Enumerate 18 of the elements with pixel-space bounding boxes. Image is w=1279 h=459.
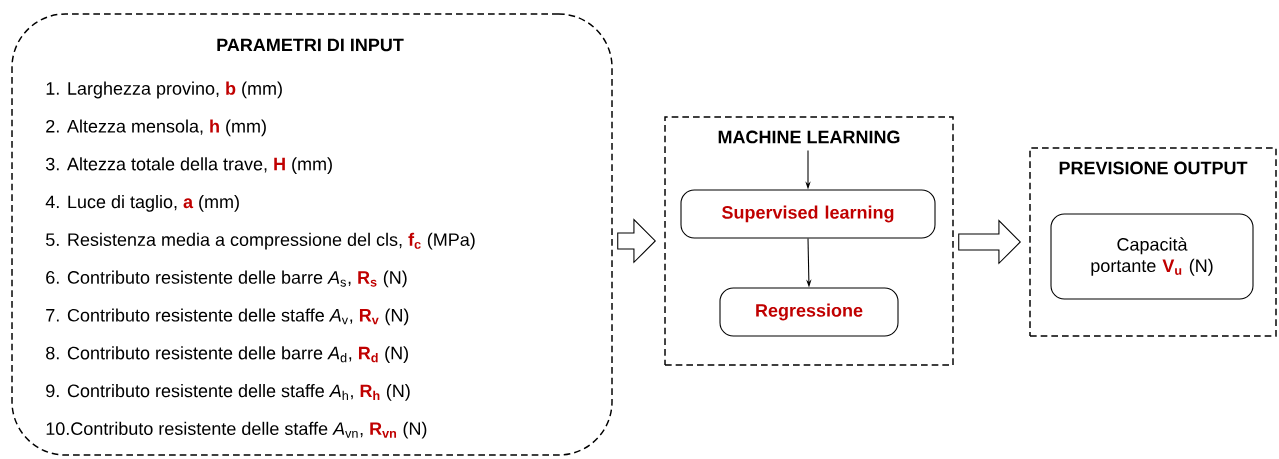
panel-heading: PREVISIONE OUTPUT (1059, 161, 1248, 175)
panel-heading: MACHINE LEARNING (718, 130, 900, 144)
process-box: Regressione (719, 287, 899, 337)
process-box: Capacità portante V$_{u}$ (N) (1050, 213, 1254, 300)
block-arrow (617, 218, 657, 264)
list-item: 1. Larghezza provino, b (mm) (46, 81, 282, 99)
list-item: 6. Contributo resistente delle barre A$_{s}$, R$_{s}$ (N) (46, 270, 407, 288)
list-item: 2. Altezza mensola, h (mm) (46, 119, 266, 137)
process-box: Supervised learning (680, 189, 936, 239)
list-item: 5. Resistenza media a compressione del cls, f$_{c}$ (MPa) (46, 232, 475, 250)
block-arrow (958, 219, 1022, 265)
list-item: 3. Altezza totale della trave, H (mm) (45, 157, 332, 174)
list-item: 10.Contributo resistente delle staffe A$_{vn}$, R$_{vn}$ (N) (46, 421, 427, 439)
panel-heading: PARAMETRI DI INPUT (217, 38, 404, 52)
list-item: 7. Contributo resistente delle staffe A$_{v}$, R$_{v}$ (N) (46, 308, 409, 326)
list-item: 9. Contributo resistente delle staffe A$_{h}$, R$_{h}$ (N) (46, 384, 410, 401)
list-item: 4. Luce di taglio, a (mm) (45, 195, 239, 212)
list-item: 8. Contributo resistente delle barre A$_{d}$, R$_{d}$ (N) (46, 346, 408, 363)
